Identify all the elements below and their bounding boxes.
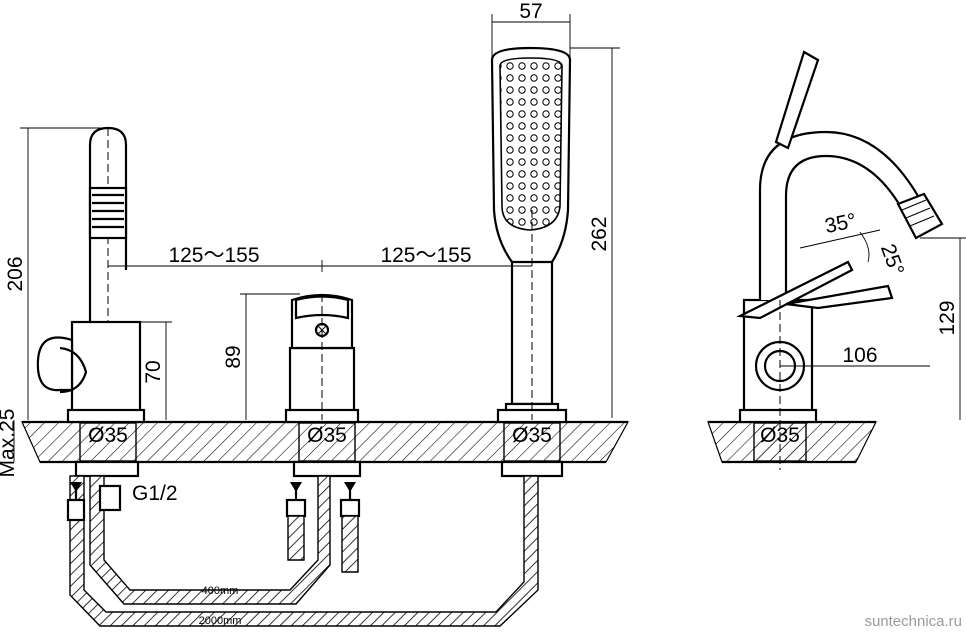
label-spout-height: 206 [4, 256, 27, 291]
cold-inlet [339, 498, 361, 573]
label-spacing-left: 125～155 [168, 244, 259, 267]
aerator-icon [92, 193, 124, 229]
dimension-lines [13, 14, 966, 462]
label-hole-1: Ø35 [88, 424, 128, 447]
label-mixer-height: 89 [222, 345, 245, 368]
label-hose-long: 2000mm [199, 615, 242, 627]
label-thread: G1/2 [132, 482, 178, 505]
label-angle-1: 35° [823, 209, 859, 238]
label-side-height: 129 [936, 300, 959, 335]
spout [36, 126, 146, 424]
label-spacing-right: 125～155 [380, 244, 471, 267]
label-hole-2: Ø35 [307, 424, 347, 447]
label-hole-side: Ø35 [760, 424, 800, 447]
arrow-up-icon [70, 482, 356, 500]
label-hole-3: Ø35 [512, 424, 552, 447]
watermark: suntechnica.ru [864, 613, 962, 630]
label-deck-thickness: Max.25 [0, 409, 19, 478]
side-view [707, 50, 944, 470]
hoses [66, 460, 564, 627]
hand-shower [490, 46, 572, 424]
mixer [284, 293, 360, 424]
hot-inlet [285, 498, 307, 561]
label-base-height: 70 [142, 360, 165, 383]
label-angle-2: 25° [876, 241, 908, 279]
deck-section [21, 420, 630, 464]
label-spout-width: 57 [519, 0, 542, 23]
label-hose-short: 400mm [202, 585, 239, 597]
label-side-reach: 106 [842, 344, 877, 367]
label-hand-shower-height: 262 [588, 216, 611, 251]
